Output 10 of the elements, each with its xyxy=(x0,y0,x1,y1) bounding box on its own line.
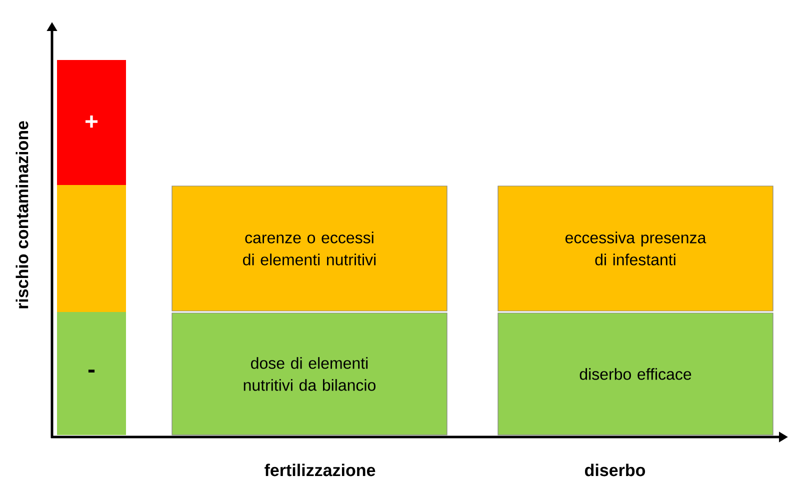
category-box: eccessiva presenza di infestanti xyxy=(498,186,774,312)
axis-label: rischio contaminazione xyxy=(16,121,28,308)
category-label: diserbo xyxy=(585,464,646,476)
scale-box: + xyxy=(57,60,126,185)
scale-box xyxy=(57,185,126,312)
category-label: fertilizzazione xyxy=(264,464,376,476)
scale-box: - xyxy=(57,312,126,435)
category-box: carenze o eccessi di elementi nutritivi xyxy=(172,186,448,312)
category-box: diserbo efficace xyxy=(498,312,774,436)
category-box: dose di elementi nutritivi da bilancio xyxy=(172,312,448,436)
